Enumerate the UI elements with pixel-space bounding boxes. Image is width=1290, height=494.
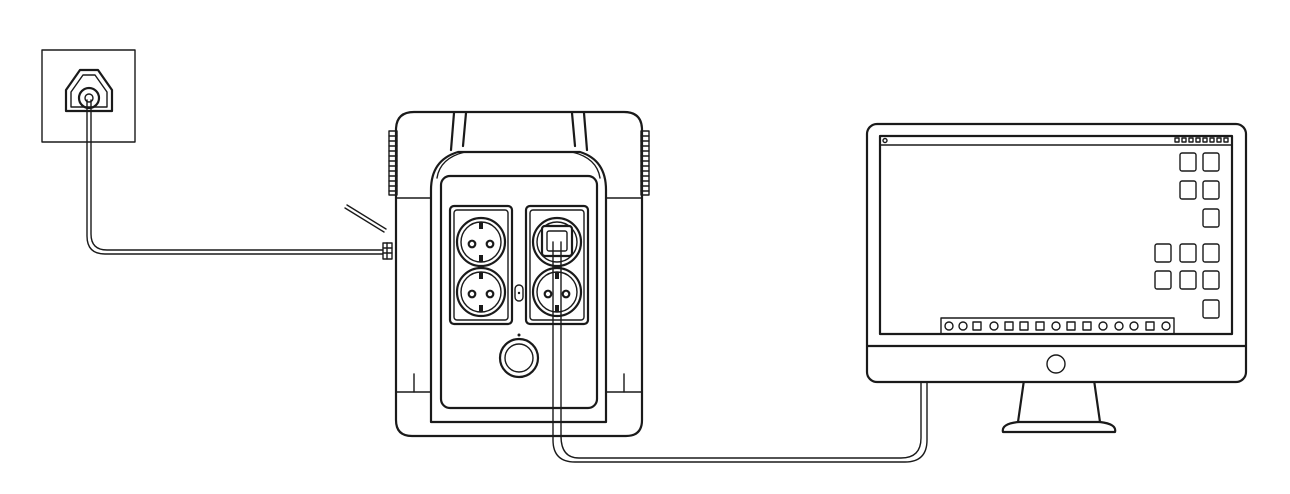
desktop-tiles [1154, 152, 1220, 319]
ac-outlet-2 [455, 266, 507, 318]
window-controls [1174, 137, 1229, 143]
right-grip [640, 130, 650, 196]
ac-outlet-4 [531, 266, 583, 318]
output-cable [552, 241, 928, 463]
ac-output-button [514, 284, 524, 302]
main-power-button [498, 333, 540, 379]
desktop-monitor [865, 122, 1248, 434]
ac-outlet-1 [455, 216, 507, 268]
charging-cable [86, 99, 393, 260]
ac-outlet-3 [531, 216, 583, 268]
wall-socket [41, 49, 136, 143]
left-grip [388, 130, 398, 196]
power-station [388, 110, 650, 438]
taskbar [940, 317, 1175, 335]
